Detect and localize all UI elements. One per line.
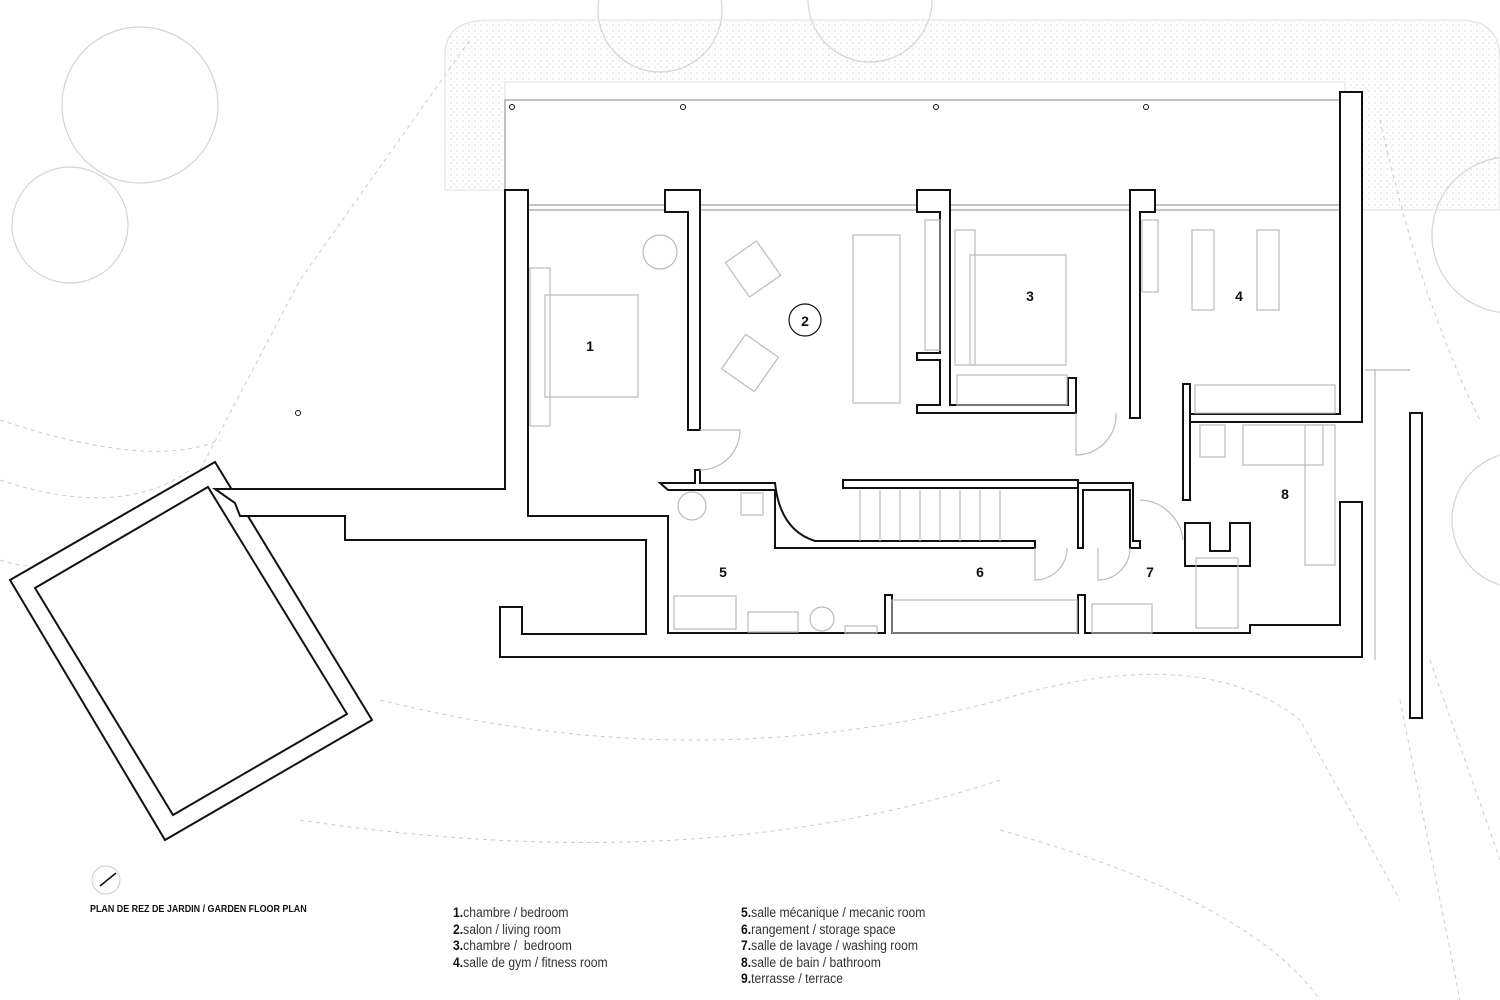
- terrace-outline: [504, 99, 1340, 190]
- legend-item: 2.salon / living room: [453, 921, 562, 937]
- door-swings: [699, 412, 1184, 581]
- room-label-5: 5: [719, 564, 727, 580]
- room-label-7: 7: [1146, 564, 1154, 580]
- legend-left: 1.chambre / bedroom 2.salon / living roo…: [453, 905, 625, 971]
- furniture: [529, 219, 1336, 634]
- room-label-4: 4: [1235, 288, 1243, 304]
- room-label-2: 2: [801, 313, 809, 329]
- legend-item: 8.salle de bain / bathroom: [741, 954, 881, 970]
- legend-right: 5.salle mécanique / mecanic room 6.range…: [741, 905, 946, 988]
- legend-item: 3.chambre / bedroom: [453, 938, 572, 953]
- legend-item: 6.rangement / storage space: [741, 921, 896, 937]
- north-arrow-icon: [91, 865, 121, 895]
- legend-item: 7.salle de lavage / washing room: [741, 938, 918, 953]
- terrain-contours: [0, 39, 1500, 1000]
- room-label-1: 1: [586, 338, 594, 354]
- room-labels: 1 2 3 4 5 6 7 8: [586, 288, 1289, 580]
- legend-item: 5.salle mécanique / mecanic room: [741, 905, 926, 920]
- plan-title: PLAN DE REZ DE JARDIN / GARDEN FLOOR PLA…: [90, 903, 307, 915]
- terrace-columns: [295, 104, 1149, 416]
- staircase: [859, 369, 1410, 660]
- walls: [211, 91, 1423, 719]
- room-label-3: 3: [1026, 288, 1034, 304]
- room-label-8: 8: [1281, 486, 1289, 502]
- pool: [8, 460, 374, 842]
- legend-item: 1.chambre / bedroom: [453, 905, 569, 920]
- legend-item: 9.terrasse / terrace: [741, 971, 843, 986]
- room-label-6: 6: [976, 564, 984, 580]
- legend-item: 4.salle de gym / fitness room: [453, 954, 608, 970]
